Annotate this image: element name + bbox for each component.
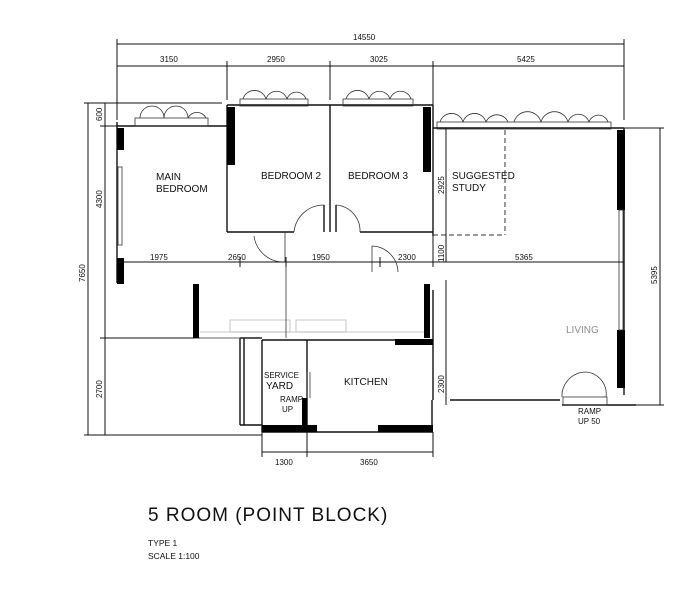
dim-left-total: 7650: [78, 264, 87, 282]
room-label-ramp-50-up: UP 50: [578, 417, 601, 426]
dim-left-2: 4300: [95, 190, 104, 208]
dim-kitchen-v: 2300: [437, 375, 446, 393]
mid-dimensions: [117, 128, 624, 405]
room-label-main-bedroom: MAIN: [156, 172, 181, 183]
room-label-kitchen: KITCHEN: [344, 377, 388, 388]
dim-mid-1: 1975: [150, 253, 168, 262]
room-label-bedroom-2: BEDROOM 2: [261, 171, 321, 182]
study-outline: [433, 130, 506, 236]
doors: [253, 204, 608, 406]
dim-top-1: 3150: [160, 55, 178, 64]
dim-mid-3: 1950: [312, 253, 330, 262]
faded-fixtures: [200, 319, 430, 333]
room-label-ramp-up: UP: [282, 405, 293, 414]
dim-mid-2: 2650: [228, 253, 246, 262]
dim-top-3: 3025: [370, 55, 388, 64]
room-label-ramp-50: RAMP: [578, 407, 601, 416]
room-label-ramp: RAMP: [280, 395, 303, 404]
plan-scale: SCALE 1:100: [148, 551, 200, 561]
dim-top-2: 2950: [267, 55, 285, 64]
dim-study-v1: 2925: [437, 176, 446, 194]
room-label-study: SUGGESTED: [452, 171, 515, 182]
top-dimensions: [116, 39, 625, 120]
room-label-study-2: STUDY: [452, 183, 486, 194]
right-dimensions: [624, 127, 664, 406]
plan-title: 5 ROOM (POINT BLOCK): [148, 505, 389, 526]
room-label-living: LIVING: [566, 325, 599, 336]
dim-right-total: 5395: [650, 266, 659, 284]
dim-top-4: 5425: [517, 55, 535, 64]
room-label-yard: YARD: [266, 381, 293, 392]
dim-top-total: 14550: [353, 33, 376, 42]
room-label-service: SERVICE: [264, 371, 299, 380]
bottom-dimensions: [261, 432, 434, 457]
dim-bottom-2: 3650: [360, 458, 378, 467]
windows: [117, 90, 624, 331]
dim-mid-5: 5365: [515, 253, 533, 262]
dim-study-v2: 1100: [437, 244, 446, 262]
room-label-bedroom-3: BEDROOM 3: [348, 171, 408, 182]
room-label-main-bedroom-2: BEDROOM: [156, 184, 208, 195]
dim-left-3: 2700: [95, 380, 104, 398]
thick-walls: [117, 107, 625, 432]
left-dimensions: [84, 102, 262, 436]
dim-bottom-1: 1300: [275, 458, 293, 467]
dim-mid-4: 2300: [398, 253, 416, 262]
plan-type: TYPE 1: [148, 538, 178, 548]
dim-left-1: 600: [95, 107, 104, 121]
